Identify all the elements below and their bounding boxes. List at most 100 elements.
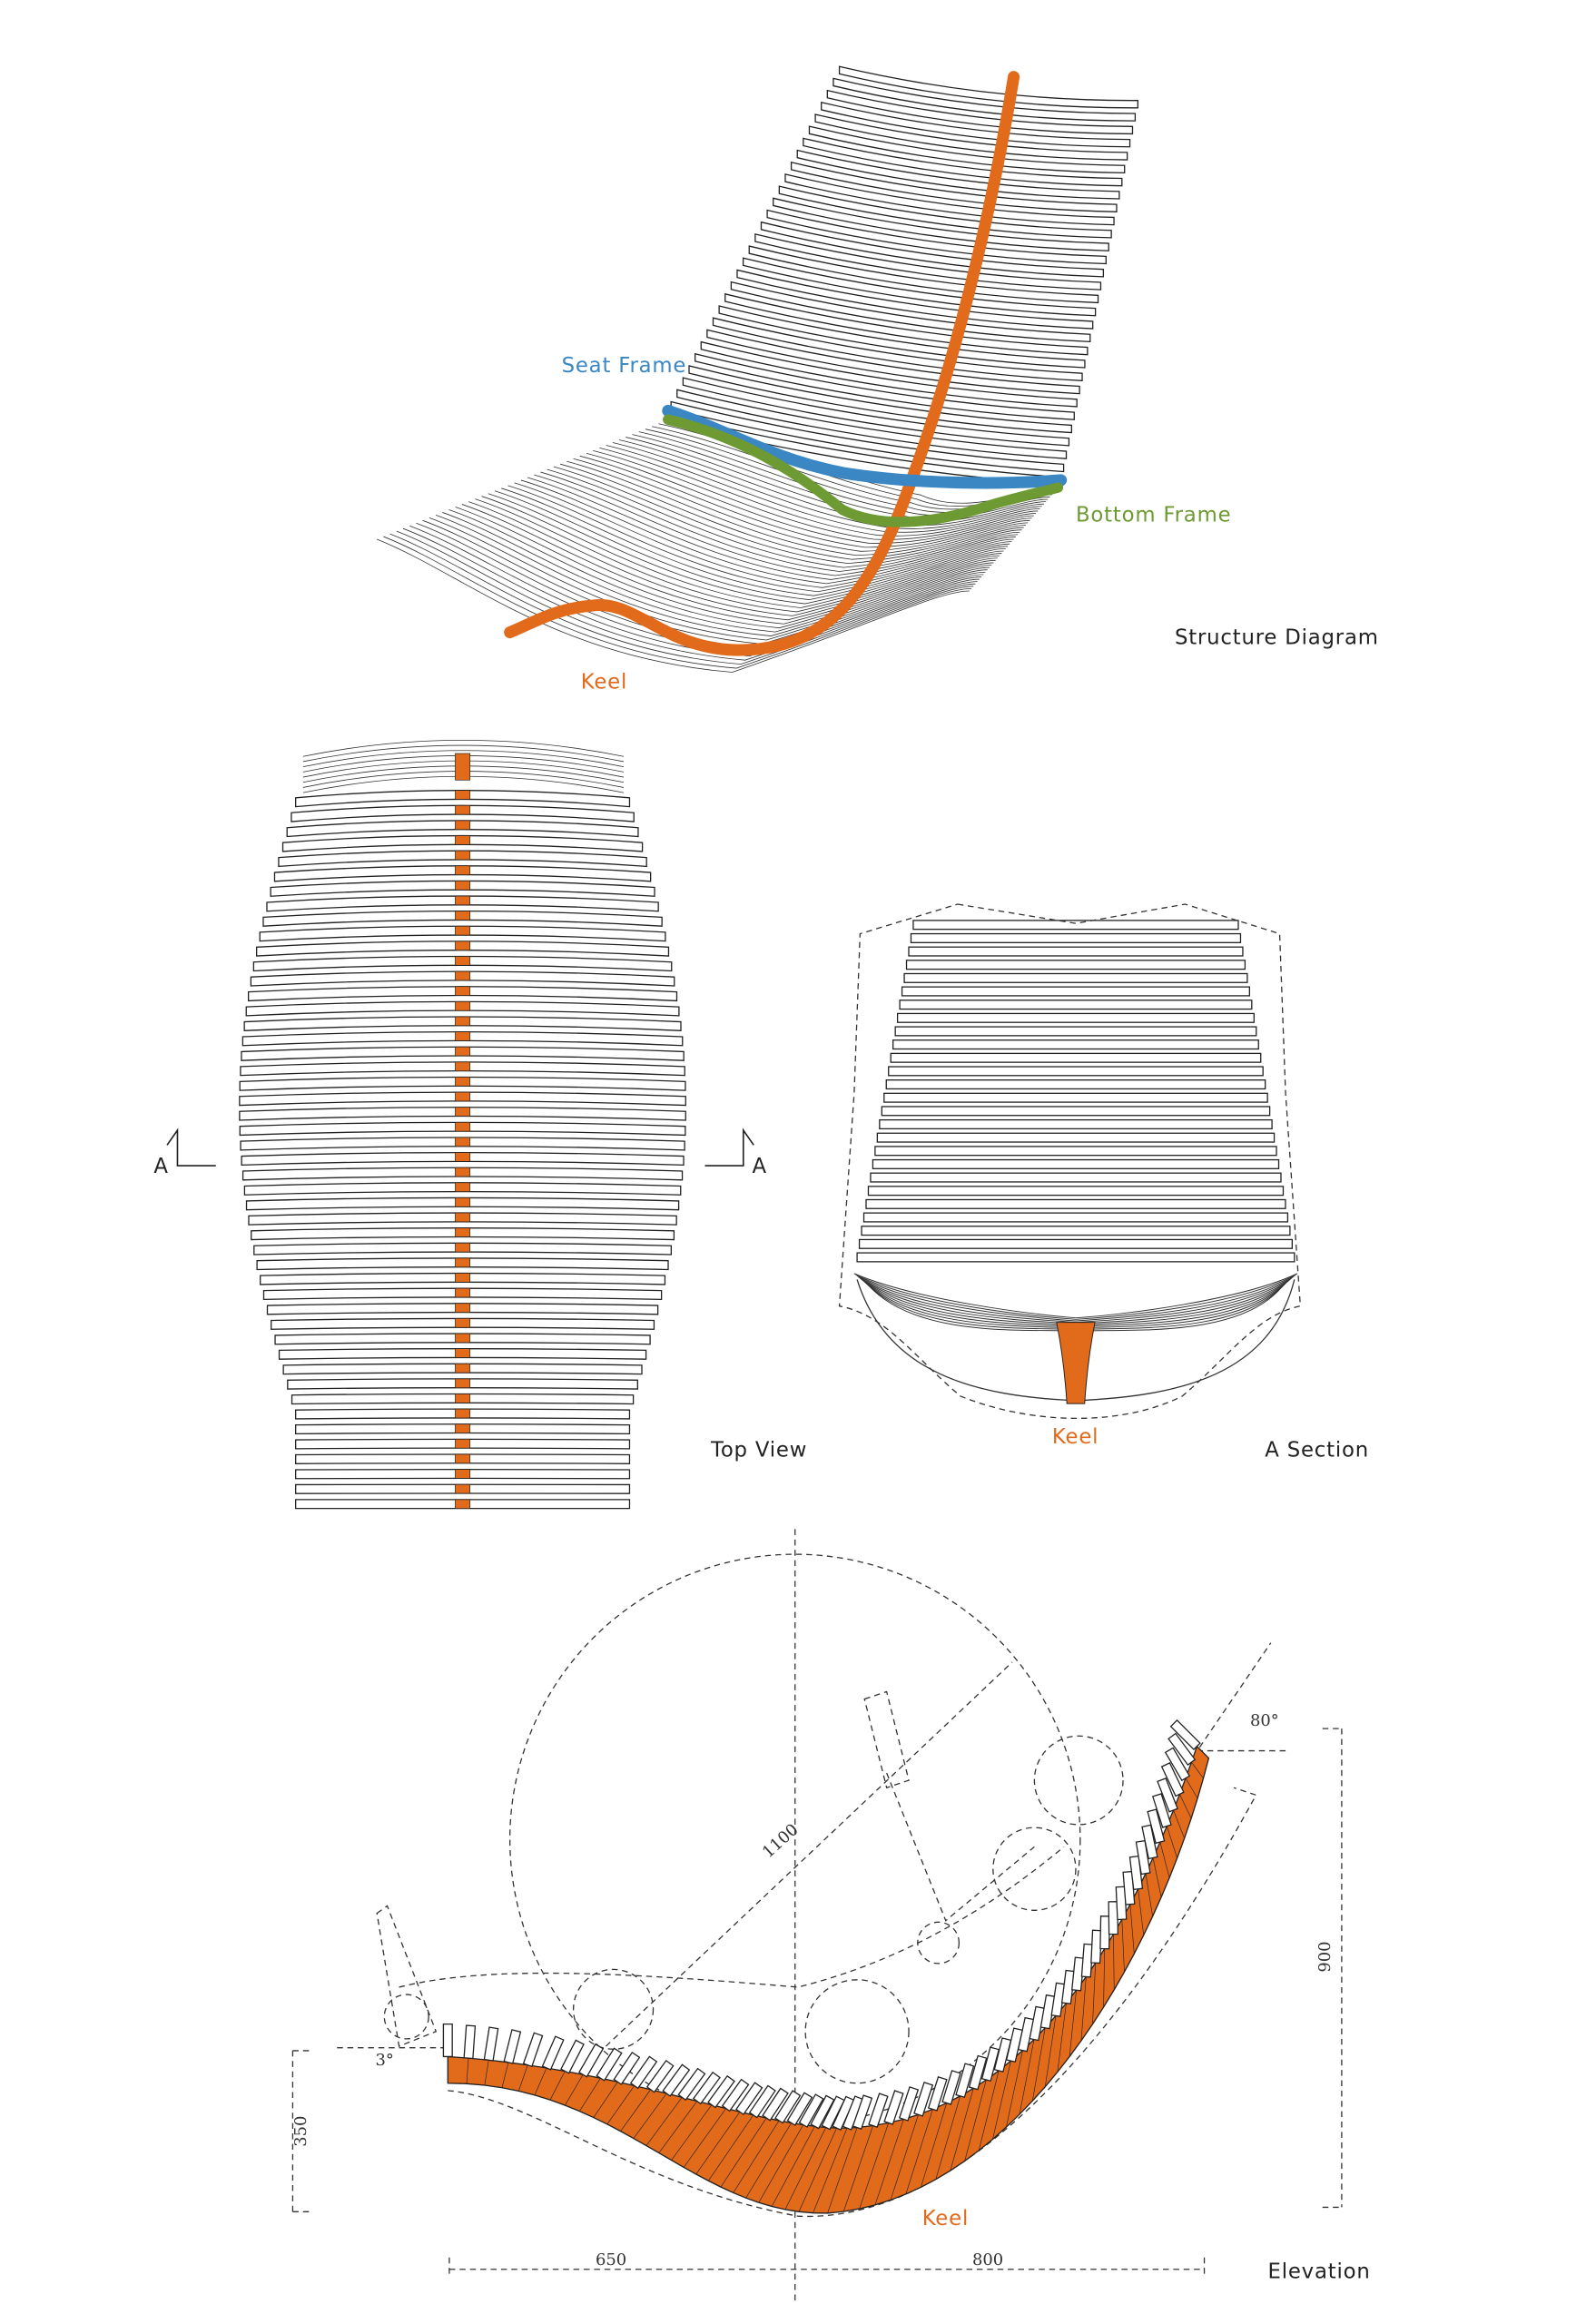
a-section-slat	[890, 1052, 1262, 1063]
top-view-keel-segment	[455, 1212, 471, 1223]
elevation-slat	[852, 2094, 873, 2130]
top-view-keel-segment	[455, 1001, 471, 1011]
a-section-slat	[912, 920, 1239, 931]
elevation-slat	[613, 2051, 641, 2085]
seat-slat	[501, 487, 1008, 596]
dim-height: 900	[1315, 1942, 1335, 1973]
elevation-slat	[748, 2084, 776, 2119]
a-section-slat	[862, 1212, 1289, 1223]
a-section-slat	[899, 1000, 1253, 1010]
top-view-keel-segment	[455, 1182, 471, 1192]
elevation-keel-segment	[1103, 1948, 1106, 2008]
back-slat	[676, 389, 1068, 459]
top-view-keel-segment	[455, 1499, 471, 1509]
back-slat	[826, 89, 1134, 135]
a-section-slat	[870, 1172, 1282, 1183]
back-slat	[766, 209, 1107, 265]
top-view-keel-segment	[455, 835, 471, 845]
seat-slat	[481, 496, 1002, 608]
seat-slat	[514, 482, 1012, 588]
back-slat	[796, 149, 1120, 200]
elevation-keel-segment	[606, 2085, 635, 2125]
elevation-keel-segment	[1185, 1777, 1198, 1799]
elevation-slat	[1147, 1808, 1166, 1845]
seat-slat	[461, 504, 996, 621]
back-slat	[742, 257, 1097, 317]
back-slat	[682, 377, 1070, 447]
top-view-keel-segment	[455, 804, 471, 815]
elevation-keel-segment	[964, 2079, 987, 2162]
back-slat	[773, 197, 1109, 251]
elevation-keel-segment	[517, 2064, 528, 2092]
a-section-slat	[894, 1026, 1257, 1037]
top-view-title: Top View	[710, 1439, 807, 1462]
a-section-slat	[858, 1238, 1294, 1249]
elevation-slat	[883, 2090, 904, 2125]
elevation-keel-segment	[1031, 2027, 1046, 2102]
seat-slat	[579, 455, 1032, 548]
top-view-keel-segment	[455, 1393, 471, 1403]
elevation-slat	[522, 2032, 544, 2068]
section-mark-right	[704, 1128, 754, 1167]
top-view-keel-segment	[455, 956, 471, 966]
elevation-keel-segment	[1019, 2039, 1035, 2115]
elevation-keel-segment	[950, 2088, 974, 2171]
elevation-keel-segment	[645, 2097, 683, 2146]
elevation-slat	[577, 2043, 605, 2078]
a-section-curve	[856, 1275, 1296, 1322]
elevation-slat	[1099, 1915, 1110, 1950]
top-view-keel-segment	[455, 1363, 471, 1374]
dim-seat-angle: 3°	[376, 2051, 394, 2070]
elevation-slat	[868, 2093, 889, 2128]
a-section-drawing	[853, 920, 1298, 1402]
top-view-keel-segment	[455, 1348, 471, 1358]
top-view-keel-segment	[455, 1483, 471, 1494]
back-slat	[790, 161, 1118, 212]
elevation-keel-segment	[1006, 2050, 1023, 2128]
elevation-slat	[596, 2047, 623, 2082]
keel-label-section: Keel	[1052, 1425, 1098, 1449]
elevation-slat	[774, 2090, 802, 2124]
dim-radius: 1100	[759, 1820, 803, 1862]
elevation-keel-segment	[593, 2082, 618, 2118]
elevation-slat	[541, 2035, 565, 2071]
top-view-keel-segment	[455, 940, 471, 950]
a-section-slat	[905, 960, 1246, 970]
section-mark-right-label: A	[753, 1155, 767, 1178]
back-slat	[700, 340, 1078, 408]
elevation-slat	[735, 2082, 764, 2116]
dim-front-height: 350	[291, 2116, 310, 2147]
elevation-keel-segment	[683, 2108, 726, 2168]
elevation-slat	[662, 2063, 691, 2097]
back-slat	[754, 233, 1102, 290]
elevation-keel-segment	[1057, 2003, 1067, 2073]
top-view-keel-segment	[455, 1273, 471, 1283]
elevation-slat	[1157, 1777, 1178, 1813]
top-view-keel-segment	[455, 881, 471, 891]
elevation-keel-segment	[1167, 1826, 1177, 1858]
a-section-slat	[872, 1158, 1280, 1169]
a-section-slat	[874, 1146, 1277, 1157]
back-slat	[821, 101, 1131, 148]
top-view-keel-segment	[455, 1197, 471, 1207]
seat-slat	[599, 448, 1039, 537]
seat-slat	[560, 463, 1026, 560]
top-view-drawing	[239, 740, 686, 1510]
elevation-keel-segment	[484, 2060, 489, 2086]
elevation-slat	[707, 2074, 735, 2109]
elevation-slat	[980, 2046, 1000, 2083]
elevation-keel-segment	[921, 2102, 948, 2188]
a-section-slat	[908, 946, 1244, 957]
elevation-slat	[810, 2094, 835, 2130]
top-view-keel-segment	[455, 1453, 471, 1464]
back-slat	[784, 173, 1115, 226]
elevation-slat	[645, 2059, 675, 2093]
top-view-keel-segment	[455, 1077, 471, 1087]
elevation-title: Elevation	[1268, 2260, 1371, 2284]
elevation-slat	[913, 2082, 934, 2117]
keel-label-elevation: Keel	[922, 2207, 969, 2230]
elevation-slat	[463, 2024, 477, 2060]
seat-slat	[377, 538, 970, 673]
top-view-head-line	[302, 740, 625, 757]
a-section-keel	[1056, 1322, 1096, 1404]
